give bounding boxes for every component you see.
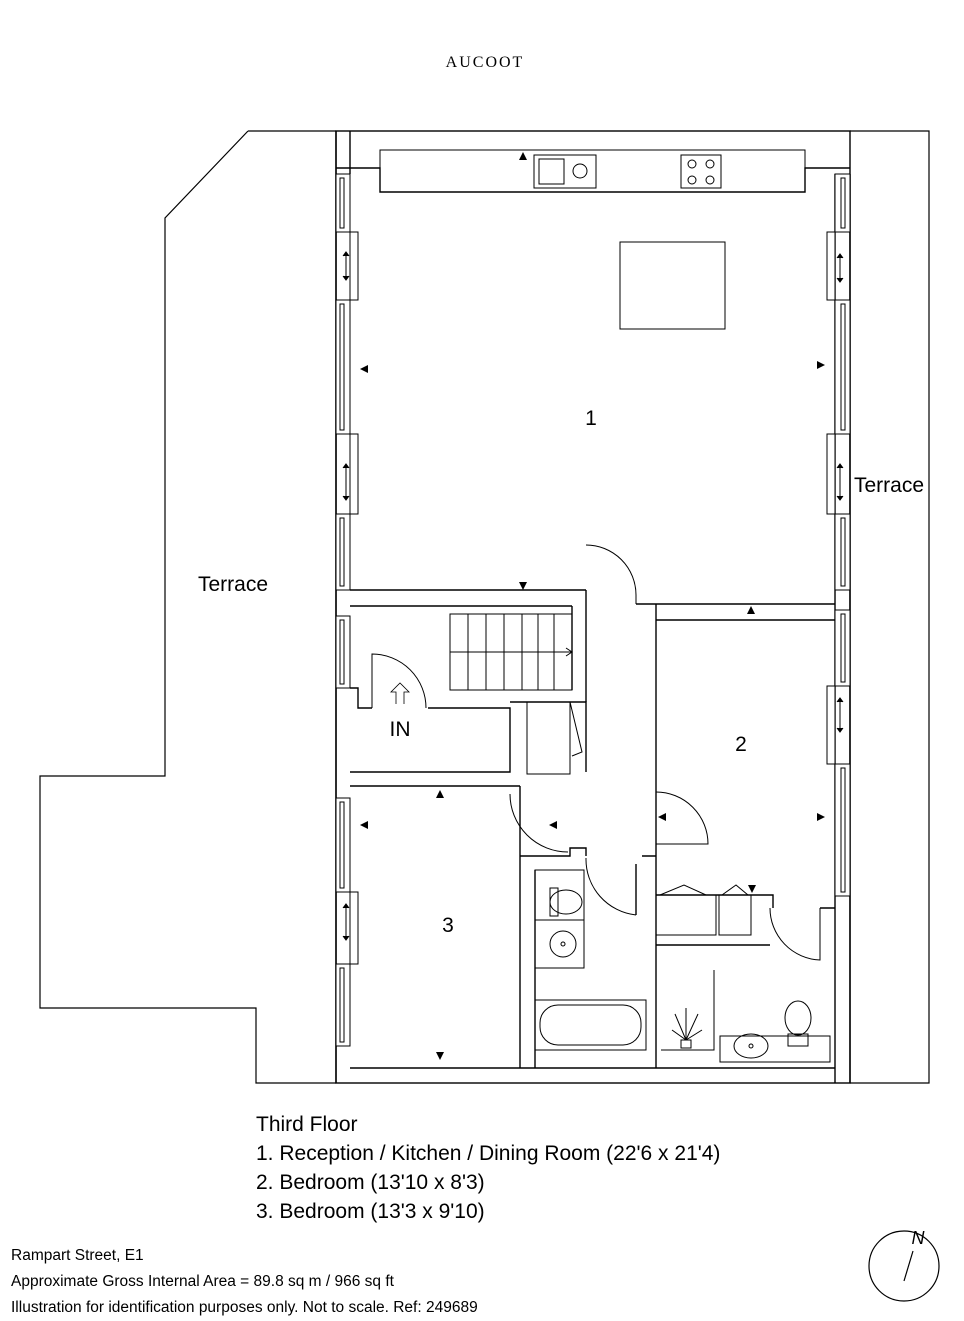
- room-legend: Third Floor 1. Reception / Kitchen / Din…: [256, 1110, 720, 1226]
- kitchen-worktop: [379, 149, 806, 193]
- window-arrows: [342, 251, 844, 941]
- door-bath-1: [585, 857, 637, 916]
- legend-room-2: 2. Bedroom (13'10 x 8'3): [256, 1171, 485, 1194]
- legend-floor-title: Third Floor: [256, 1113, 358, 1136]
- legend-room-3: 3. Bedroom (13'3 x 9'10): [256, 1200, 485, 1223]
- room-label-2: 2: [735, 733, 747, 756]
- door-bedroom-3: [509, 793, 569, 853]
- room-label-3: 3: [442, 914, 454, 937]
- entrance-label: IN: [390, 718, 411, 741]
- footer-address: Rampart Street, E1: [11, 1247, 144, 1264]
- shower-icon: [661, 970, 715, 1051]
- footer-disclaimer: Illustration for identification purposes…: [11, 1299, 478, 1316]
- footer-area: Approximate Gross Internal Area = 89.8 s…: [11, 1273, 394, 1290]
- toilet-icon: [549, 889, 583, 915]
- room-label-1: 1: [585, 407, 597, 430]
- hob-icon: [680, 154, 722, 189]
- toilet-icon-2: [784, 1000, 812, 1036]
- terrace-right: [850, 130, 930, 1084]
- entrance-arrow-icon: [390, 682, 410, 704]
- door-reception: [585, 544, 637, 604]
- interior-walls: [350, 589, 835, 1068]
- windows-left: [335, 173, 359, 1047]
- ensuite-fixtures: [661, 970, 831, 1063]
- storage-cupboard: [526, 701, 583, 775]
- basin-icon: [549, 930, 577, 958]
- exterior-walls: [335, 130, 851, 1084]
- door-bath-2: [769, 907, 821, 961]
- windows-right: [826, 173, 851, 897]
- terrace-left-label: Terrace: [198, 573, 268, 596]
- door-bedroom-2: [655, 791, 709, 845]
- bathroom-fixtures: [534, 869, 647, 1051]
- kitchen-island: [619, 241, 726, 330]
- doors: [371, 544, 821, 961]
- bath-icon: [534, 999, 647, 1051]
- footer: Rampart Street, E1 Approximate Gross Int…: [11, 1243, 478, 1321]
- basin-icon-2: [733, 1033, 769, 1059]
- entrance-door: [371, 653, 427, 709]
- compass-icon: [868, 1230, 940, 1302]
- terrace-left: [39, 130, 336, 1084]
- staircase: [449, 613, 573, 691]
- wardrobes: [655, 884, 752, 936]
- sink-icon: [533, 154, 597, 189]
- terrace-right-label: Terrace: [854, 474, 924, 497]
- legend-room-1: 1. Reception / Kitchen / Dining Room (22…: [256, 1142, 721, 1165]
- brand-logo-text: AUCOOT: [446, 54, 525, 71]
- door-markers: [360, 152, 825, 1060]
- compass-north-label: N: [912, 1228, 926, 1248]
